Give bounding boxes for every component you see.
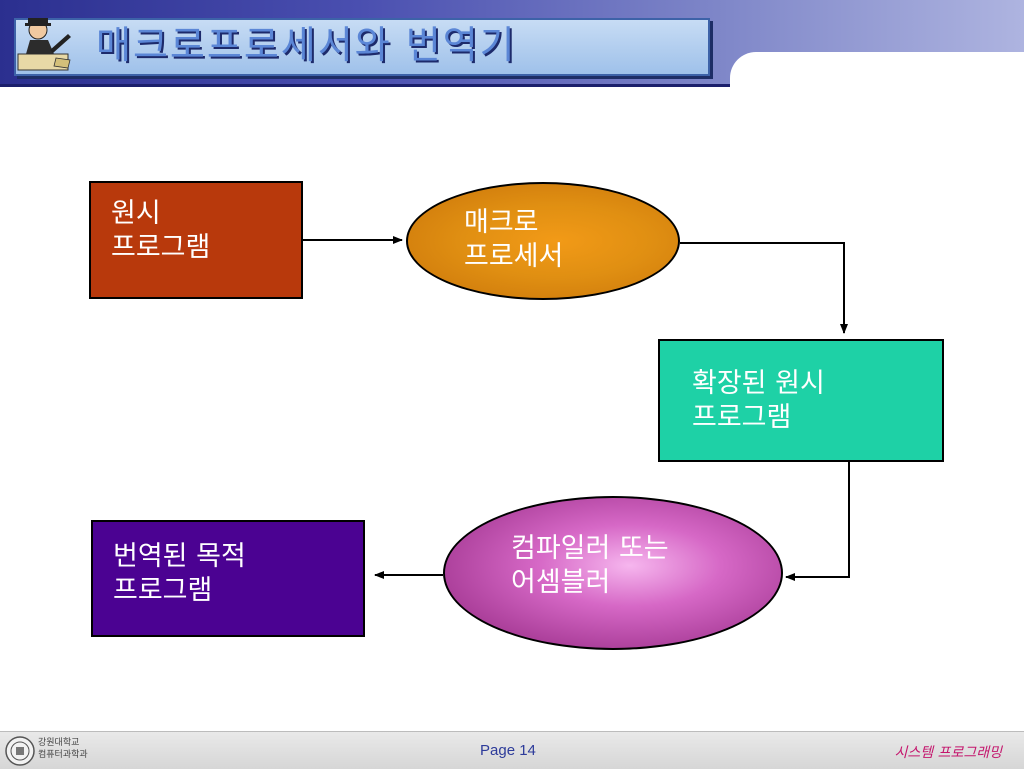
arrow-macro-to-expanded	[680, 242, 848, 334]
macro-processor-ellipse: 매크로 프로세서	[406, 182, 680, 300]
compiler-or-assembler-ellipse: 컴파일러 또는 어셈블러	[443, 496, 783, 650]
page-number: Page 14	[480, 742, 536, 759]
person-writing-icon	[17, 18, 71, 71]
title-panel	[14, 18, 710, 76]
header-tab-decoration	[730, 52, 1024, 92]
footer-bar: 강원대학교 컴퓨터과학과 Page 14 시스템 프로그래밍	[0, 731, 1024, 769]
header-divider	[0, 84, 1024, 87]
course-name: 시스템 프로그래밍	[894, 745, 1003, 761]
arrow-expanded-to-compiler	[785, 462, 850, 581]
translated-object-program-box: 번역된 목적 프로그램	[91, 520, 365, 637]
slide-title: 매크로프로세서와 번역기	[96, 23, 517, 67]
university-seal-icon	[5, 736, 35, 766]
university-name: 강원대학교 컴퓨터과학과	[38, 738, 88, 760]
source-program-box: 원시 프로그램	[89, 181, 303, 299]
expanded-source-program-box: 확장된 원시 프로그램	[658, 339, 944, 462]
